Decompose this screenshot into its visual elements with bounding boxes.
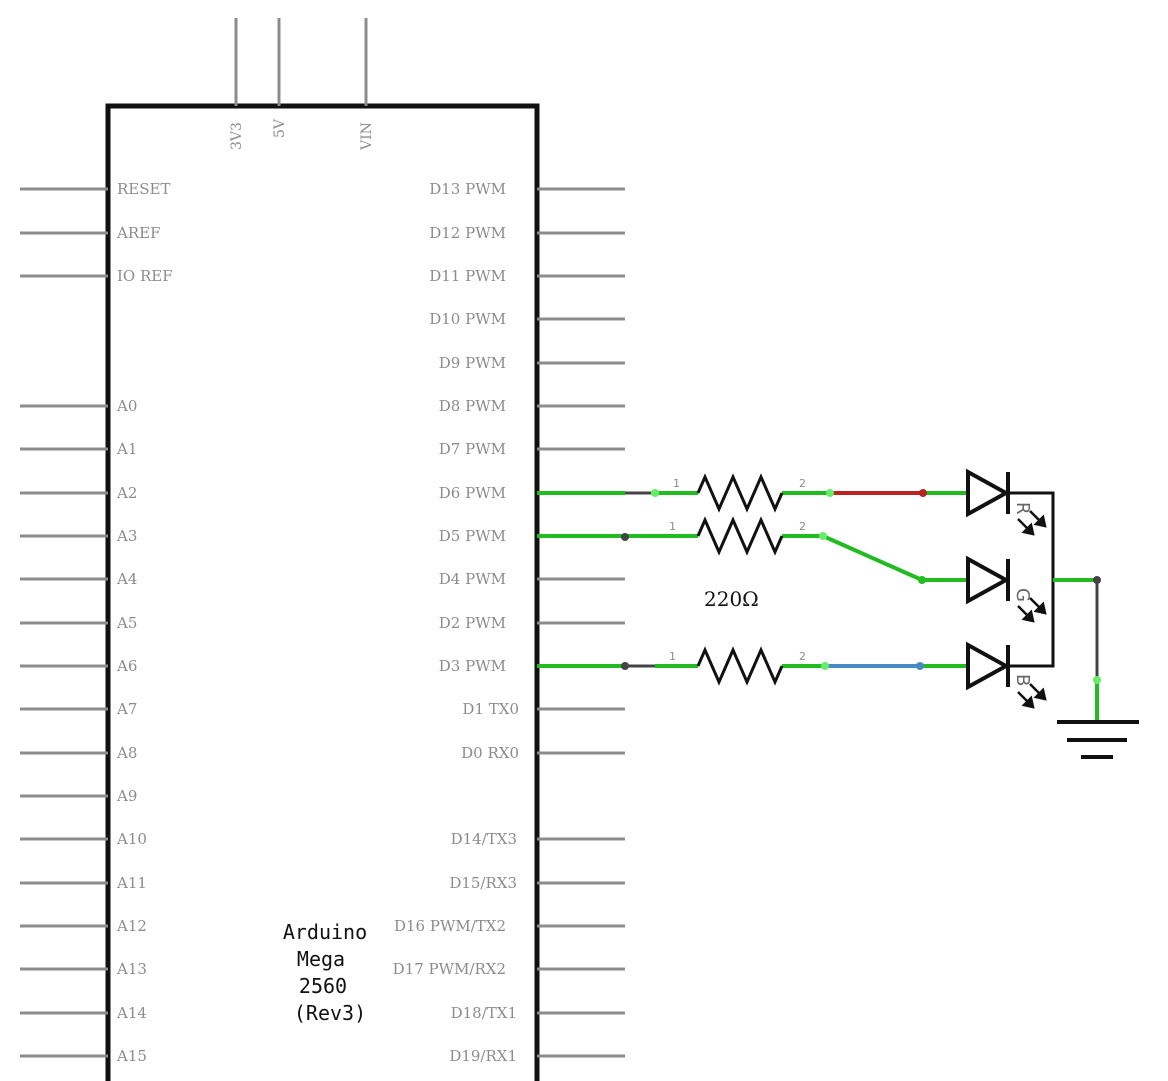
left-pins: RESET AREF IO REF A0 A1 A2 A3 A4 A5 A6 A… [20,180,173,1065]
right-pin-label-d12: D12 PWM [429,224,506,242]
board-outline [105,103,540,1081]
junction-dot [819,532,827,540]
ground-net [1053,576,1139,759]
junction-dot [621,533,629,541]
left-pin-label-a1: A1 [116,440,137,458]
top-pins: 3V3 5V VIN [229,18,375,151]
resistor-pin-2-label: 2 [799,520,806,533]
board-name-line-2: Mega [297,947,345,971]
diode-triangle-icon [966,641,1011,691]
top-pin-label-vin: VIN [359,122,375,151]
left-pin-label-a3: A3 [116,527,137,545]
led-label-b: B [1012,674,1033,686]
light-arrows-icon [1017,597,1047,623]
left-pin-label-a11: A11 [116,874,147,892]
led-red: R [966,468,1047,536]
junction-dot [1093,676,1101,684]
left-pin-label-aref: AREF [116,224,160,242]
wire-segment [822,534,923,582]
left-pin-label-a7: A7 [116,700,137,718]
left-pin-label-a6: A6 [116,657,137,675]
right-pin-label-d15: D15/RX3 [449,874,517,892]
light-arrows-icon [1017,510,1047,536]
right-pin-label-d4: D4 PWM [439,570,506,588]
resistor-zigzag [696,473,784,513]
rgb-led: R G B [966,468,1055,709]
right-pin-label-d16: D16 PWM/TX2 [394,917,506,935]
led-green: G [966,555,1047,623]
left-pin-label-a13: A13 [116,960,147,978]
board-name: Arduino Mega 2560 (Rev3) [283,920,367,1025]
right-pin-label-d7: D7 PWM [439,440,506,458]
resistor-2: 1 2 [669,516,806,556]
arduino-board [105,103,540,1081]
board-name-line-3: 2560 [299,974,347,998]
left-pin-label-a10: A10 [116,830,147,848]
right-pin-label-d2: D2 PWM [439,614,506,632]
junction-dot [1093,576,1101,584]
led-label-g: G [1012,588,1033,602]
left-pin-label-a14: A14 [116,1004,147,1022]
resistor-zigzag [696,516,784,556]
junction-dot [621,662,629,670]
resistor-pin-2-label: 2 [799,477,806,490]
right-pin-label-d14: D14/TX3 [451,830,517,848]
resistor-value-label: 220Ω [704,587,759,611]
junction-dot [821,662,829,670]
resistor-1: 1 2 [673,473,806,513]
left-pin-label-a12: A12 [116,917,147,935]
right-pin-label-d5: D5 PWM [439,527,506,545]
left-pin-label-a4: A4 [116,570,137,588]
right-pin-label-d3: D3 PWM [439,657,506,675]
junction-dot [651,489,659,497]
junction-dot [918,576,926,584]
right-pin-label-d18: D18/TX1 [451,1004,517,1022]
led-label-r: R [1012,502,1033,515]
wire-d5-green [537,532,968,584]
right-pin-label-d6: D6 PWM [439,484,506,502]
left-pin-label-reset: RESET [117,180,170,198]
right-pin-label-d10: D10 PWM [429,310,506,328]
left-pin-label-ioref: IO REF [117,267,173,285]
left-pin-label-a0: A0 [116,397,137,415]
right-pin-label-d9: D9 PWM [439,354,506,372]
resistor-pin-1-label: 1 [669,650,676,663]
left-pin-label-a15: A15 [116,1047,147,1065]
diode-triangle-icon [966,468,1011,518]
left-pin-label-a9: A9 [116,787,137,805]
resistor-pin-1-label: 1 [673,477,680,490]
diode-triangle-icon [966,555,1011,605]
common-cathode-bus [1008,491,1055,668]
left-pin-label-a5: A5 [116,614,137,632]
junction-dot [826,489,834,497]
resistor-zigzag [696,646,784,686]
ground-symbol-icon [1057,720,1139,759]
right-pin-label-d19: D19/RX1 [449,1047,517,1065]
resistor-pin-1-label: 1 [669,520,676,533]
right-pin-label-d17: D17 PWM/RX2 [393,960,506,978]
right-pin-label-d13: D13 PWM [429,180,506,198]
board-name-line-1: Arduino [283,920,367,944]
top-pin-label-5v: 5V [272,118,288,138]
right-pin-label-d11: D11 PWM [429,267,506,285]
right-pin-label-d1: D1 TX0 [462,700,519,718]
junction-dot [916,662,924,670]
right-pin-label-d0: D0 RX0 [461,744,519,762]
junction-dot [919,489,927,497]
resistor-3: 1 2 [669,646,806,686]
wire-d6-red [537,489,968,497]
right-pin-label-d8: D8 PWM [439,397,506,415]
left-pin-label-a8: A8 [116,744,137,762]
board-name-line-4: (Rev3) [294,1001,366,1025]
resistor-pin-2-label: 2 [799,650,806,663]
led-blue: B [966,641,1047,709]
top-pin-label-3v3: 3V3 [229,122,245,150]
wire-d3-blue [537,662,968,670]
right-pins: D13 PWM D12 PWM D11 PWM D10 PWM D9 PWM D… [393,180,625,1065]
light-arrows-icon [1017,683,1047,709]
left-pin-label-a2: A2 [116,484,137,502]
